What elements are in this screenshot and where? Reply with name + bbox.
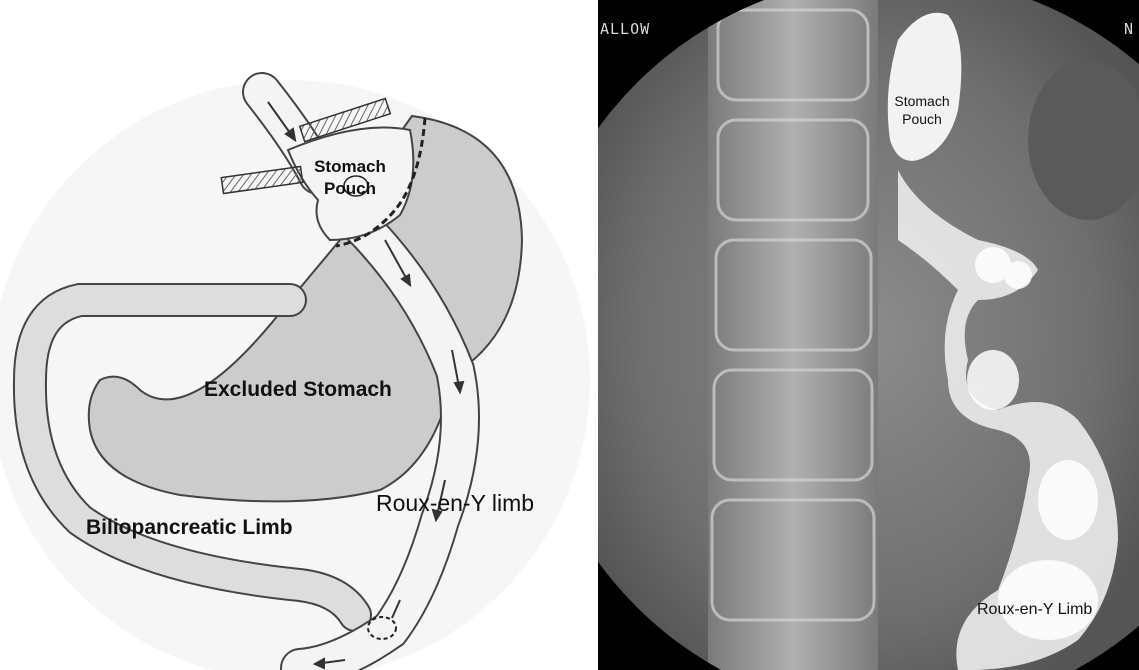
- gastric-bypass-diagram: Stomach Pouch Excluded Stomach Roux-en-Y…: [0, 0, 590, 670]
- diagram-label-excluded-stomach: Excluded Stomach: [204, 378, 392, 402]
- diagram-drawing: [0, 0, 590, 670]
- diagram-label-roux-limb: Roux-en-Y limb: [376, 490, 534, 517]
- xray-field-of-view: [598, 0, 1139, 670]
- xray-image-panel: ALLOW N Stomach Pouch Roux-en-Y Limb: [598, 0, 1139, 670]
- diagram-label-stomach-pouch: Stomach Pouch: [310, 156, 390, 200]
- xray-label-roux-limb: Roux-en-Y Limb: [977, 601, 1092, 619]
- xray-corner-label-left: ALLOW: [600, 20, 650, 38]
- xray-corner-label-right: N: [1124, 20, 1134, 38]
- xray-label-stomach-pouch: Stomach Pouch: [882, 92, 962, 128]
- diagram-label-biliopancreatic-limb: Biliopancreatic Limb: [86, 516, 293, 540]
- xray-image: [598, 0, 1139, 670]
